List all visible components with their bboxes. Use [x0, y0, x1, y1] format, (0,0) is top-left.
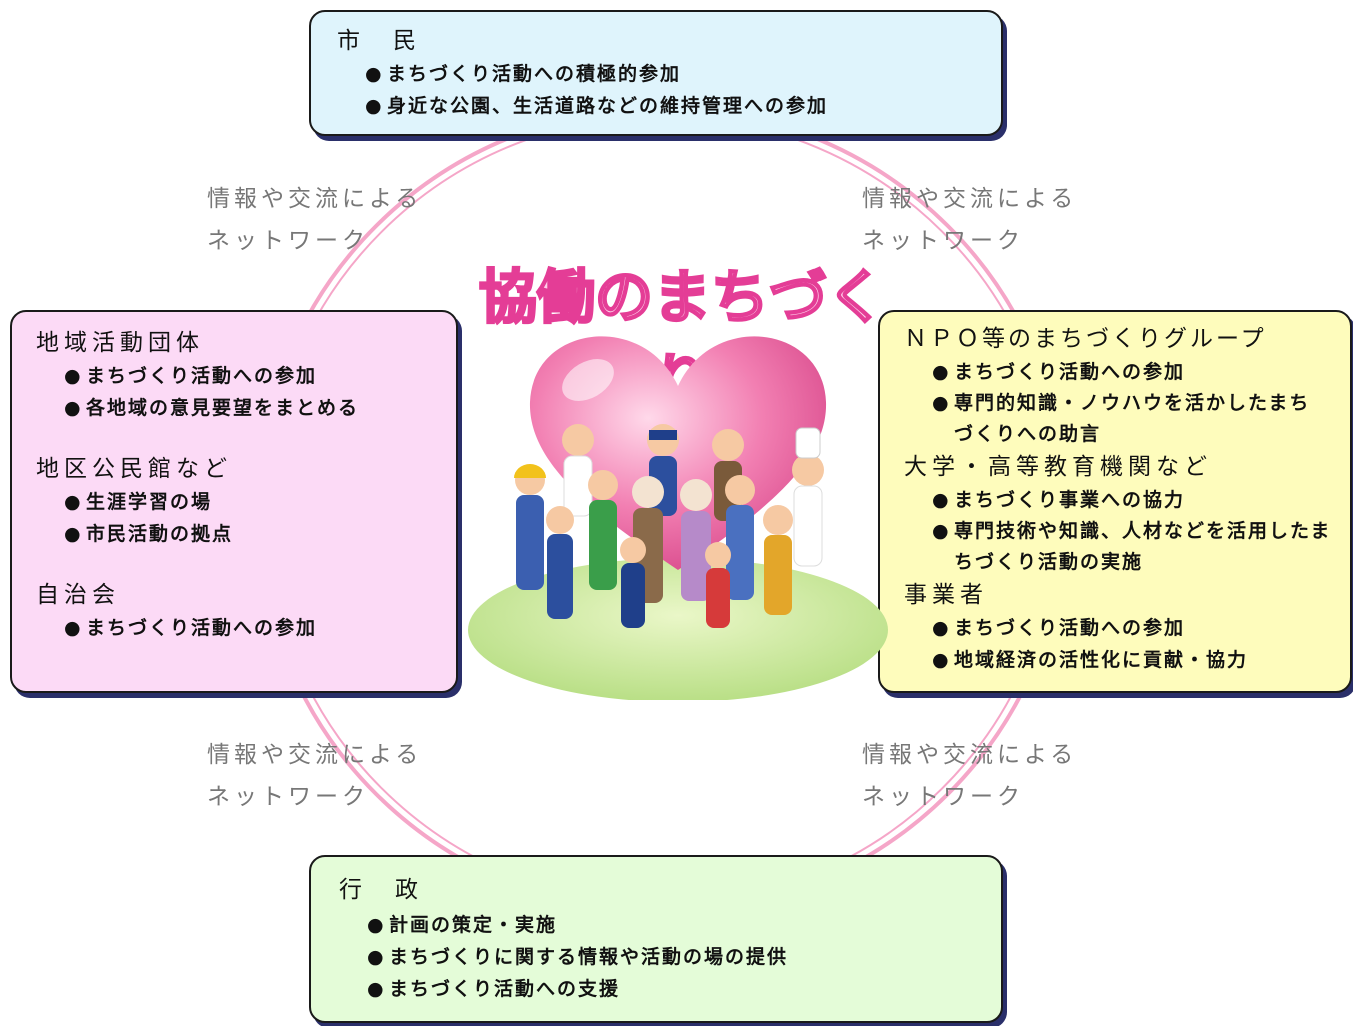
citizens-box: 市 民 まちづくり活動への積極的参加 身近な公園、生活道路などの維持管理への参加	[309, 10, 1003, 136]
people-group	[514, 424, 824, 628]
list-item: 専門的知識・ノウハウを活かしたまちづくりへの助言	[932, 388, 1324, 450]
group-heading: ＮＰＯ等のまちづくりグループ	[904, 326, 1267, 352]
group-list: まちづくり事業への協力 専門技術や知識、人材などを活用したまちづくり活動の実施	[904, 484, 1350, 578]
group-list: まちづくり活動への参加 地域経済の活性化に貢献・協力	[904, 612, 1350, 676]
network-label-top-right: 情報や交流による ネットワーク	[862, 186, 1078, 254]
list-item: 専門技術や知識、人材などを活用したまちづくり活動の実施	[932, 516, 1334, 578]
community-box: 地域活動団体 まちづくり活動への参加 各地域の意見要望をまとめる 地区公民館など…	[10, 310, 458, 693]
list-item: 身近な公園、生活道路などの維持管理への参加	[365, 90, 1001, 122]
list-item: 生涯学習の場	[64, 486, 456, 518]
group-heading: 事業者	[904, 582, 988, 608]
group-list: まちづくり活動への参加	[36, 612, 456, 644]
network-label-bottom-right: 情報や交流による ネットワーク	[862, 742, 1078, 810]
government-box: 行 政 計画の策定・実施 まちづくりに関する情報や活動の場の提供 まちづくり活動…	[309, 855, 1003, 1023]
npo-box: ＮＰＯ等のまちづくりグループ まちづくり活動への参加 専門的知識・ノウハウを活か…	[878, 310, 1352, 693]
group-list: まちづくり活動への参加 各地域の意見要望をまとめる	[36, 360, 456, 424]
list-item: まちづくり活動への参加	[64, 612, 456, 644]
government-heading: 行 政	[339, 877, 423, 903]
network-label-top-left: 情報や交流による ネットワーク	[207, 186, 423, 254]
citizens-heading: 市 民	[337, 28, 421, 54]
list-item: まちづくり活動への支援	[367, 973, 1001, 1005]
group-list: まちづくり活動への参加 専門的知識・ノウハウを活かしたまちづくりへの助言	[904, 356, 1350, 450]
list-item: 各地域の意見要望をまとめる	[64, 392, 456, 424]
group-heading: 大学・高等教育機関など	[904, 454, 1212, 480]
community-illustration	[468, 336, 888, 700]
group-heading: 地域活動団体	[36, 330, 204, 356]
list-item: まちづくりに関する情報や活動の場の提供	[367, 941, 1001, 973]
list-item: 市民活動の拠点	[64, 518, 456, 550]
government-list: 計画の策定・実施 まちづくりに関する情報や活動の場の提供 まちづくり活動への支援	[339, 909, 1001, 1005]
list-item: まちづくり活動への参加	[932, 356, 1350, 388]
group-list: 生涯学習の場 市民活動の拠点	[36, 486, 456, 550]
group-heading: 自治会	[36, 582, 120, 608]
list-item: 地域経済の活性化に貢献・協力	[932, 644, 1350, 676]
list-item: まちづくり活動への参加	[932, 612, 1350, 644]
list-item: まちづくり活動への参加	[64, 360, 456, 392]
list-item: まちづくり事業への協力	[932, 484, 1350, 516]
list-item: 計画の策定・実施	[367, 909, 1001, 941]
citizens-list: まちづくり活動への積極的参加 身近な公園、生活道路などの維持管理への参加	[337, 58, 1001, 122]
list-item: まちづくり活動への積極的参加	[365, 58, 1001, 90]
group-heading: 地区公民館など	[36, 456, 232, 482]
network-label-bottom-left: 情報や交流による ネットワーク	[207, 742, 423, 810]
